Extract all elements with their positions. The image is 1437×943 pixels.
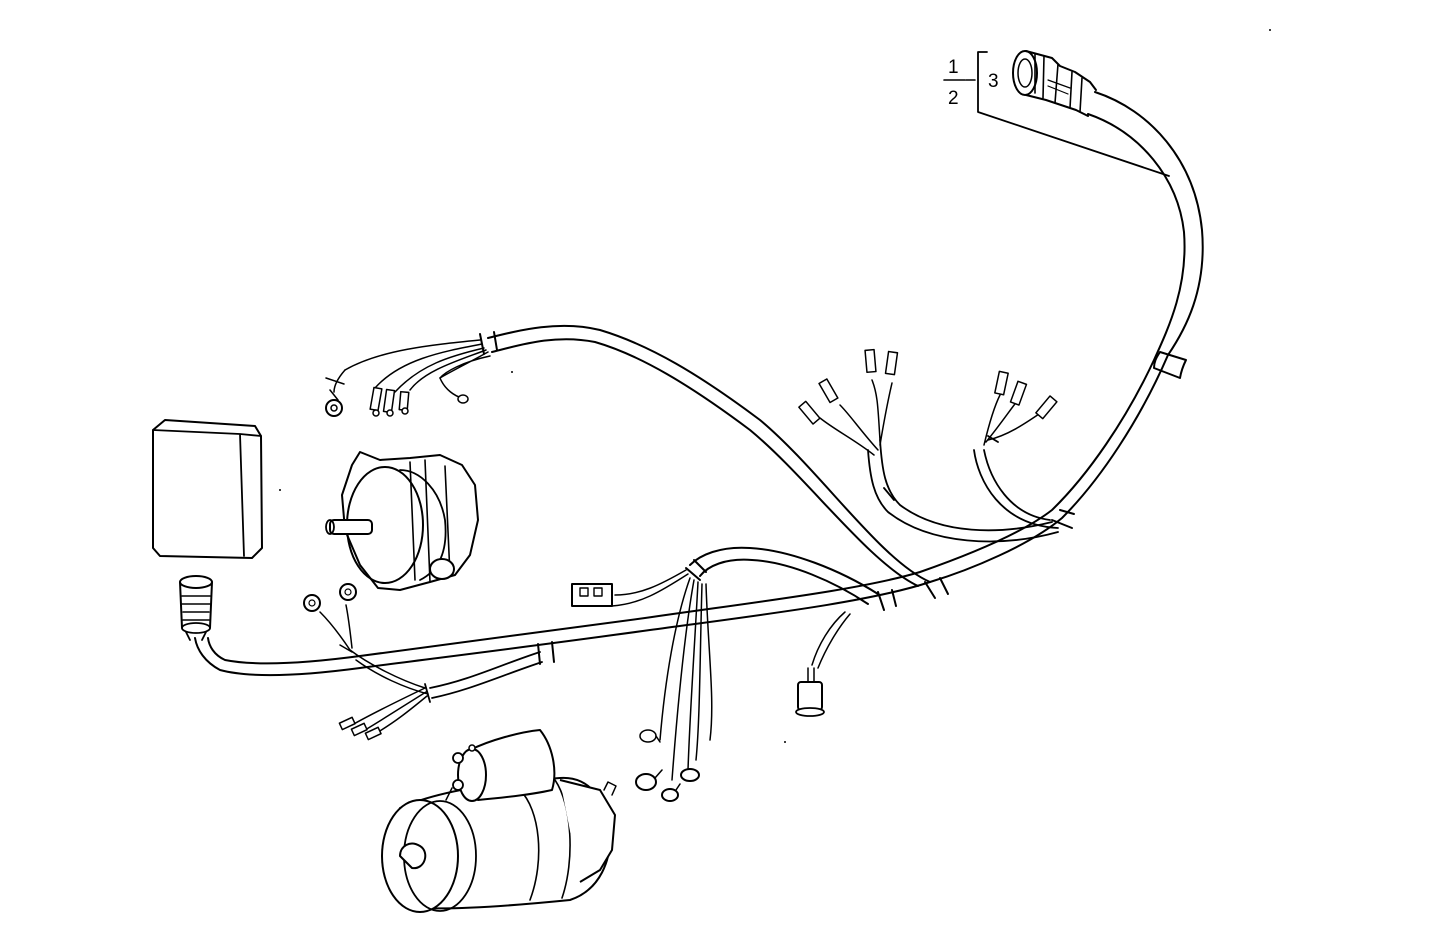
lower-center-branch: [571, 546, 879, 802]
dot-mark: [1269, 29, 1271, 31]
left-round-connector: [179, 575, 213, 641]
callout-bracket-leader: [977, 51, 1170, 177]
control-box: [152, 419, 263, 559]
terminal-branch-left: [798, 348, 1059, 543]
starter-motor: [381, 729, 617, 913]
dot-mark: [511, 371, 513, 373]
callout-label-1: 1: [948, 57, 959, 78]
sensor-pigtail: [795, 611, 851, 717]
callout-label-3: 3: [988, 71, 999, 92]
left-lower-branch: [303, 583, 543, 741]
alternator: [325, 451, 479, 591]
callout-group: 1 2 3: [943, 51, 1170, 177]
dot-mark: [279, 489, 281, 491]
callout-label-2: 2: [948, 88, 959, 109]
terminal-branch-right: [973, 370, 1059, 529]
dot-mark: [784, 741, 786, 743]
alternator-branch: [325, 324, 931, 587]
main-connector-plug: [1012, 50, 1097, 117]
